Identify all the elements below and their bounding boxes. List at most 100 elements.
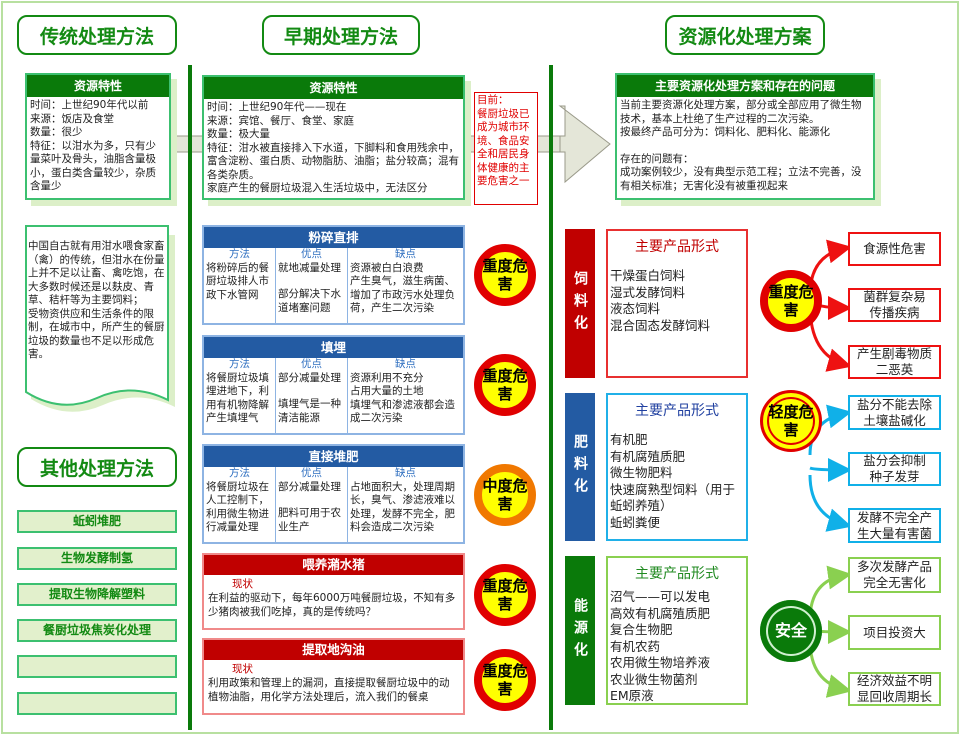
cell: 资源利用不充分	[350, 371, 424, 384]
col-head: 缺点	[395, 358, 416, 370]
route-label: 饲料化	[572, 270, 588, 337]
safety-badge-energy: 安全	[760, 600, 822, 662]
cell: 就地减量处理	[278, 261, 341, 274]
product-heading: 主要产品形式	[635, 239, 719, 255]
product-item: 蚯蚓粪便	[610, 514, 661, 530]
table-title: 粉碎直排	[204, 227, 463, 248]
outcome-box: 发酵不完全产生大量有害菌	[848, 508, 941, 543]
traditional-note: 中国自古就有用泔水喂食家畜（禽）的传统，但泔水在份量上并不足以让畜、禽吃饱，在大…	[28, 240, 168, 362]
product-item: 湿式发酵饲料	[610, 284, 686, 300]
product-heading: 主要产品形式	[635, 403, 719, 419]
outcome-box: 盐分会抑制种子发芽	[848, 452, 941, 486]
product-item: 有机腐殖质肥	[610, 448, 686, 464]
note-text: 受物资供应和生活条件的限制，在城市中，所产生的餐厨垃圾的数量也不足以形成危害。	[28, 307, 165, 361]
header-resource: 资源化处理方案	[665, 15, 825, 55]
cell: 填埋气和渗滤液都会造成二次污染	[350, 398, 455, 425]
other-method-item[interactable]	[17, 655, 177, 678]
note-text: 中国自古就有用泔水喂食家畜（禽）的传统，但泔水在份量上并不足以让畜、禽吃饱，在大…	[28, 240, 165, 306]
product-item: 干燥蛋白饲料	[610, 268, 686, 283]
product-item: 微生物肥料	[610, 465, 673, 480]
table-title: 直接堆肥	[204, 446, 463, 467]
line: 家庭产生的餐厨垃圾混入生活垃圾中，无法区分	[207, 182, 428, 194]
col-head: 方法	[229, 248, 250, 260]
status-label: 现状	[232, 663, 253, 675]
method-table-landfill: 填埋 方法将餐厨垃圾填埋进地下，利用有机物降解产生填埋气 优点部分减量处理填埋气…	[202, 335, 465, 435]
hazard-badge: 重度危害	[474, 354, 536, 416]
line: 成功案例较少，没有典型示范工程；立法不完善，没有相关标准；无害化没有被重视起来	[620, 166, 862, 192]
method-table-compost: 直接堆肥 方法将餐厨垃圾在人工控制下，利用微生物进行减量处理 优点部分减量处理肥…	[202, 444, 465, 544]
col-head: 缺点	[395, 467, 416, 479]
product-box-feed: 主要产品形式 干燥蛋白饲料 湿式发酵饲料 液态饲料 混合固态发酵饲料	[606, 229, 748, 378]
other-method-item[interactable]: 生物发酵制氢	[17, 547, 177, 570]
status-label: 现状	[232, 578, 253, 590]
other-method-item[interactable]: 餐厨垃圾焦炭化处理	[17, 619, 177, 642]
other-method-item[interactable]: 蚯蚓堆肥	[17, 510, 177, 533]
table-title: 填埋	[204, 337, 463, 358]
product-item: 有机农药	[610, 638, 661, 654]
product-item: 有机肥	[610, 432, 648, 447]
table-title: 提取地沟油	[204, 640, 463, 660]
other-method-item[interactable]: 提取生物降解塑料	[17, 583, 177, 606]
cell: 肥料可用于农业生产	[278, 507, 341, 533]
traditional-resource-box: 资源特性 时间：上世纪90年代以前 来源：饭店及食堂 数量：很少 特征：以泔水为…	[25, 73, 171, 200]
line: 来源：饭店及食堂	[30, 112, 114, 125]
note-text: 目前：	[477, 94, 509, 106]
outcome-box: 项目投资大	[848, 615, 941, 650]
box-title: 主要资源化处理方案和存在的问题	[617, 75, 873, 97]
product-item: 农用微生物培养液	[610, 655, 711, 670]
resource-overview-box: 主要资源化处理方案和存在的问题 当前主要资源化处理方案，部分或全部应用了微生物技…	[615, 73, 875, 200]
outcome-box: 多次发酵产品完全无害化	[848, 557, 941, 593]
traditional-note-shape	[25, 225, 175, 412]
product-item: EM原液	[610, 688, 654, 703]
line: 存在的问题有：	[620, 152, 694, 165]
route-label-fertilizer: 肥料化	[565, 393, 595, 541]
product-heading: 主要产品形式	[635, 566, 719, 582]
cell: 部分减量处理	[278, 371, 341, 384]
product-item: 液态饲料	[610, 301, 661, 316]
line: 时间：上世纪90年代——现在	[207, 101, 347, 113]
cell: 在利益的驱动下，每年6000万吨餐厨垃圾，不知有多少猪肉被我们吃掉，真的是传统吗…	[208, 592, 456, 618]
outcome-box: 菌群复杂易传播疾病	[848, 288, 941, 322]
product-item: 复合生物肥	[610, 622, 673, 637]
header-traditional: 传统处理方法	[17, 15, 177, 55]
col-head: 方法	[229, 467, 250, 479]
product-item: 农业微生物菌剂	[610, 671, 698, 687]
route-label-energy: 能源化	[565, 556, 595, 705]
route-label-feed: 饲料化	[565, 229, 595, 378]
product-item: 快速腐熟型饲料（用于蚯蚓养殖）	[610, 481, 736, 514]
divider-right	[549, 65, 553, 730]
line: 来源：宾馆、餐厅、食堂、家庭	[207, 114, 354, 127]
method-table-crush: 粉碎直排 方法将粉碎后的餐厨垃圾排人市政下水管网 优点就地减量处理部分解决下水道…	[202, 225, 465, 325]
box-title: 资源特性	[27, 75, 169, 97]
product-item: 高效有机腐殖质肥	[610, 605, 711, 621]
hazard-badge: 重度危害	[474, 244, 536, 306]
line: 按最终产品可分为：饲料化、肥料化、能源化	[620, 126, 830, 138]
product-box-fertilizer: 主要产品形式 有机肥 有机腐殖质肥 微生物肥料 快速腐熟型饲料（用于蚯蚓养殖） …	[606, 393, 748, 541]
current-note: 目前： 餐厨垃圾已成为城市环境、食品安全和居民身体健康的主要危害之一	[474, 92, 538, 205]
box-title: 资源特性	[204, 77, 463, 99]
line: 数量：极大量	[207, 128, 270, 140]
route-label: 肥料化	[572, 434, 588, 500]
other-method-item[interactable]	[17, 692, 177, 715]
col-head: 优点	[301, 358, 322, 370]
bad-practice-swill-pig: 喂养潲水猪 现状在利益的驱动下，每年6000万吨餐厨垃圾，不知有多少猪肉被我们吃…	[202, 553, 465, 630]
route-label: 能源化	[572, 597, 588, 664]
hazard-badge: 重度危害	[474, 564, 536, 626]
header-early: 早期处理方法	[262, 15, 420, 55]
cell: 占地面积大，处理周期长，臭气、渗滤液难以处理，发酵不完全，肥料会造成二次污染	[350, 480, 455, 534]
cell: 利用政策和管理上的漏洞，直接提取餐厨垃圾中的动植物油脂，用化学方法处理后，流入我…	[208, 677, 450, 703]
cell: 将粉碎后的餐厨垃圾排人市政下水管网	[206, 261, 269, 301]
line: 时间：上世纪90年代以前	[30, 99, 149, 111]
col-head: 优点	[301, 467, 322, 479]
hazard-badge: 中度危害	[474, 464, 536, 526]
cell: 产生臭气，滋生病菌、增加了市政污水处理负荷，产生二次污染	[350, 275, 455, 314]
cell: 部分减量处理	[278, 480, 341, 493]
col-head: 缺点	[395, 248, 416, 260]
line: 特征：以泔水为多，只有少量菜叶及骨头，油脂含量极小，蛋白类含量较少，杂质含量少	[30, 139, 156, 193]
cell: 将餐厨垃圾填埋进地下，利用有机物降解产生填埋气	[206, 371, 269, 425]
cell: 资源被白白浪费	[350, 261, 424, 274]
outcome-box: 盐分不能去除土壤盐碱化	[848, 395, 941, 430]
outcome-box: 经济效益不明显回收周期长	[848, 672, 941, 706]
header-other: 其他处理方法	[17, 447, 177, 487]
